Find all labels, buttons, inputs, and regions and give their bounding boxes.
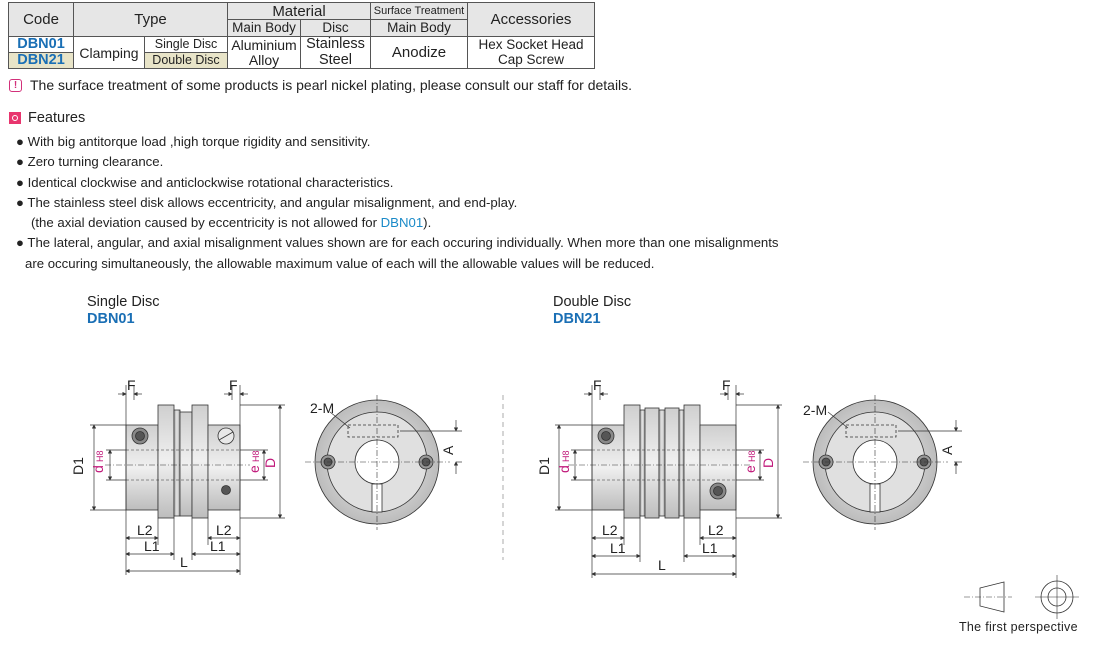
dim-l1-left: L1	[144, 538, 160, 554]
single-disc-front-labels: 2-M A	[310, 400, 456, 455]
dim-f-left-2: F	[593, 377, 602, 393]
note: ! The surface treatment of some products…	[9, 77, 632, 93]
dim-a: A	[440, 445, 456, 455]
first-angle-projection-icon	[964, 575, 1079, 619]
dim-l2-right-2: L2	[708, 522, 724, 538]
double-disc-label: Double Disc DBN21	[553, 294, 631, 328]
header-code: Code	[8, 2, 74, 37]
dim-a-2: A	[939, 445, 955, 455]
features-title: Features	[28, 110, 86, 126]
dim-d1: D1	[70, 457, 86, 475]
disc-material: Stainless Steel	[300, 36, 371, 69]
features-bullet-icon	[9, 112, 21, 124]
header-surface-treatment: Surface Treatment	[370, 2, 468, 20]
feature-item: ● The stainless steel disk allows eccent…	[16, 194, 518, 210]
spec-table: Code Type Material Surface Treatment Acc…	[8, 2, 595, 69]
code-dbn21: DBN21	[8, 52, 74, 69]
dim-l1-right: L1	[210, 538, 226, 554]
dim-h8-e-2: H8	[747, 450, 757, 462]
feature-item: ● With big antitorque load ,high torque …	[16, 134, 371, 149]
first-perspective-label: The first perspective	[959, 620, 1078, 634]
double-disc-dim-labels: F F L L1 L1 L2 L2 D1 d H8 D e H8	[536, 377, 776, 573]
dim-l: L	[180, 554, 188, 570]
single-disc-title: Single Disc	[87, 294, 160, 310]
dim-d1-2: D1	[536, 457, 552, 475]
dim-l2-left-2: L2	[602, 522, 618, 538]
dim-d-outer: D	[262, 458, 278, 468]
features-heading: Features	[9, 110, 85, 126]
dim-f-right: F	[229, 377, 238, 393]
feature-item-continuation: are occuring simultaneously, the allowab…	[16, 254, 779, 274]
feature-item-text: With big antitorque load ,high torque ri…	[27, 134, 371, 149]
dim-l1-left-2: L1	[610, 540, 626, 556]
feature-item-text: Zero turning clearance.	[27, 154, 164, 170]
dim-f-left: F	[127, 377, 136, 393]
dim-e-bore: e	[246, 465, 262, 473]
header-accessories: Accessories	[467, 2, 595, 37]
double-disc-front-labels: 2-M A	[803, 402, 955, 455]
dim-d-outer-2: D	[760, 458, 776, 468]
feature-item-text: The stainless steel disk allows eccentri…	[27, 194, 518, 210]
surface-anodize: Anodize	[370, 36, 468, 69]
double-disc-title: Double Disc	[553, 294, 632, 310]
dim-h8-d-2: H8	[561, 450, 571, 462]
single-disc-dim-labels: F F L L1 L1 L2 L2 D1 d H8 D e H8	[70, 377, 278, 570]
feature-item-text: are occuring simultaneously, the allowab…	[25, 255, 655, 271]
header-st-main-body: Main Body	[370, 19, 468, 37]
note-text: The surface treatment of some products i…	[30, 77, 633, 93]
exclamation-icon: !	[9, 78, 22, 92]
double-disc-side-view	[568, 404, 750, 519]
double-disc-dimensions	[555, 385, 782, 578]
header-material: Material	[227, 2, 371, 20]
dim-e-bore-2: e	[742, 465, 758, 473]
dim-l-2: L	[658, 557, 666, 573]
type-double-disc: Double Disc	[144, 52, 228, 69]
feature-cont-prefix: (the axial deviation caused by eccentric…	[31, 215, 381, 231]
feature-item-text: Identical clockwise and anticlockwise ro…	[27, 174, 394, 190]
dim-h8-d: H8	[95, 450, 105, 462]
dim-h8-e: H8	[251, 450, 261, 462]
feature-item: ● The lateral, angular, and axial misali…	[16, 235, 779, 251]
single-disc-front-view	[305, 395, 462, 530]
single-disc-side-view	[105, 404, 250, 519]
dim-l1-right-2: L1	[702, 540, 718, 556]
main-body-material: Aluminium Alloy	[227, 36, 301, 69]
feature-item: ● Zero turning clearance.	[16, 154, 164, 170]
feature-item: ● Identical clockwise and anticlockwise …	[16, 174, 394, 190]
feature-item-text: The lateral, angular, and axial misalign…	[27, 235, 779, 251]
feature-item-continuation: (the axial deviation caused by eccentric…	[16, 213, 779, 233]
single-disc-dimensions	[90, 385, 285, 575]
accessories-value: Hex Socket Head Cap Screw	[467, 36, 595, 69]
dim-f-right-2: F	[722, 377, 731, 393]
single-disc-code: DBN01	[87, 311, 135, 327]
dim-l2-left: L2	[137, 522, 153, 538]
dim-2m: 2-M	[310, 400, 334, 416]
feature-cont-suffix: ).	[423, 215, 432, 231]
dim-2m-2: 2-M	[803, 402, 827, 418]
feature-cont-code: DBN01	[380, 215, 424, 231]
double-disc-code: DBN21	[553, 311, 601, 327]
single-disc-label: Single Disc DBN01	[87, 294, 160, 328]
dim-d-bore: d	[90, 465, 106, 473]
dim-l2-right: L2	[216, 522, 232, 538]
dim-d-bore-2: d	[556, 465, 572, 473]
double-disc-front-view	[803, 395, 962, 530]
features-list: ● With big antitorque load ,high torque …	[16, 132, 779, 274]
